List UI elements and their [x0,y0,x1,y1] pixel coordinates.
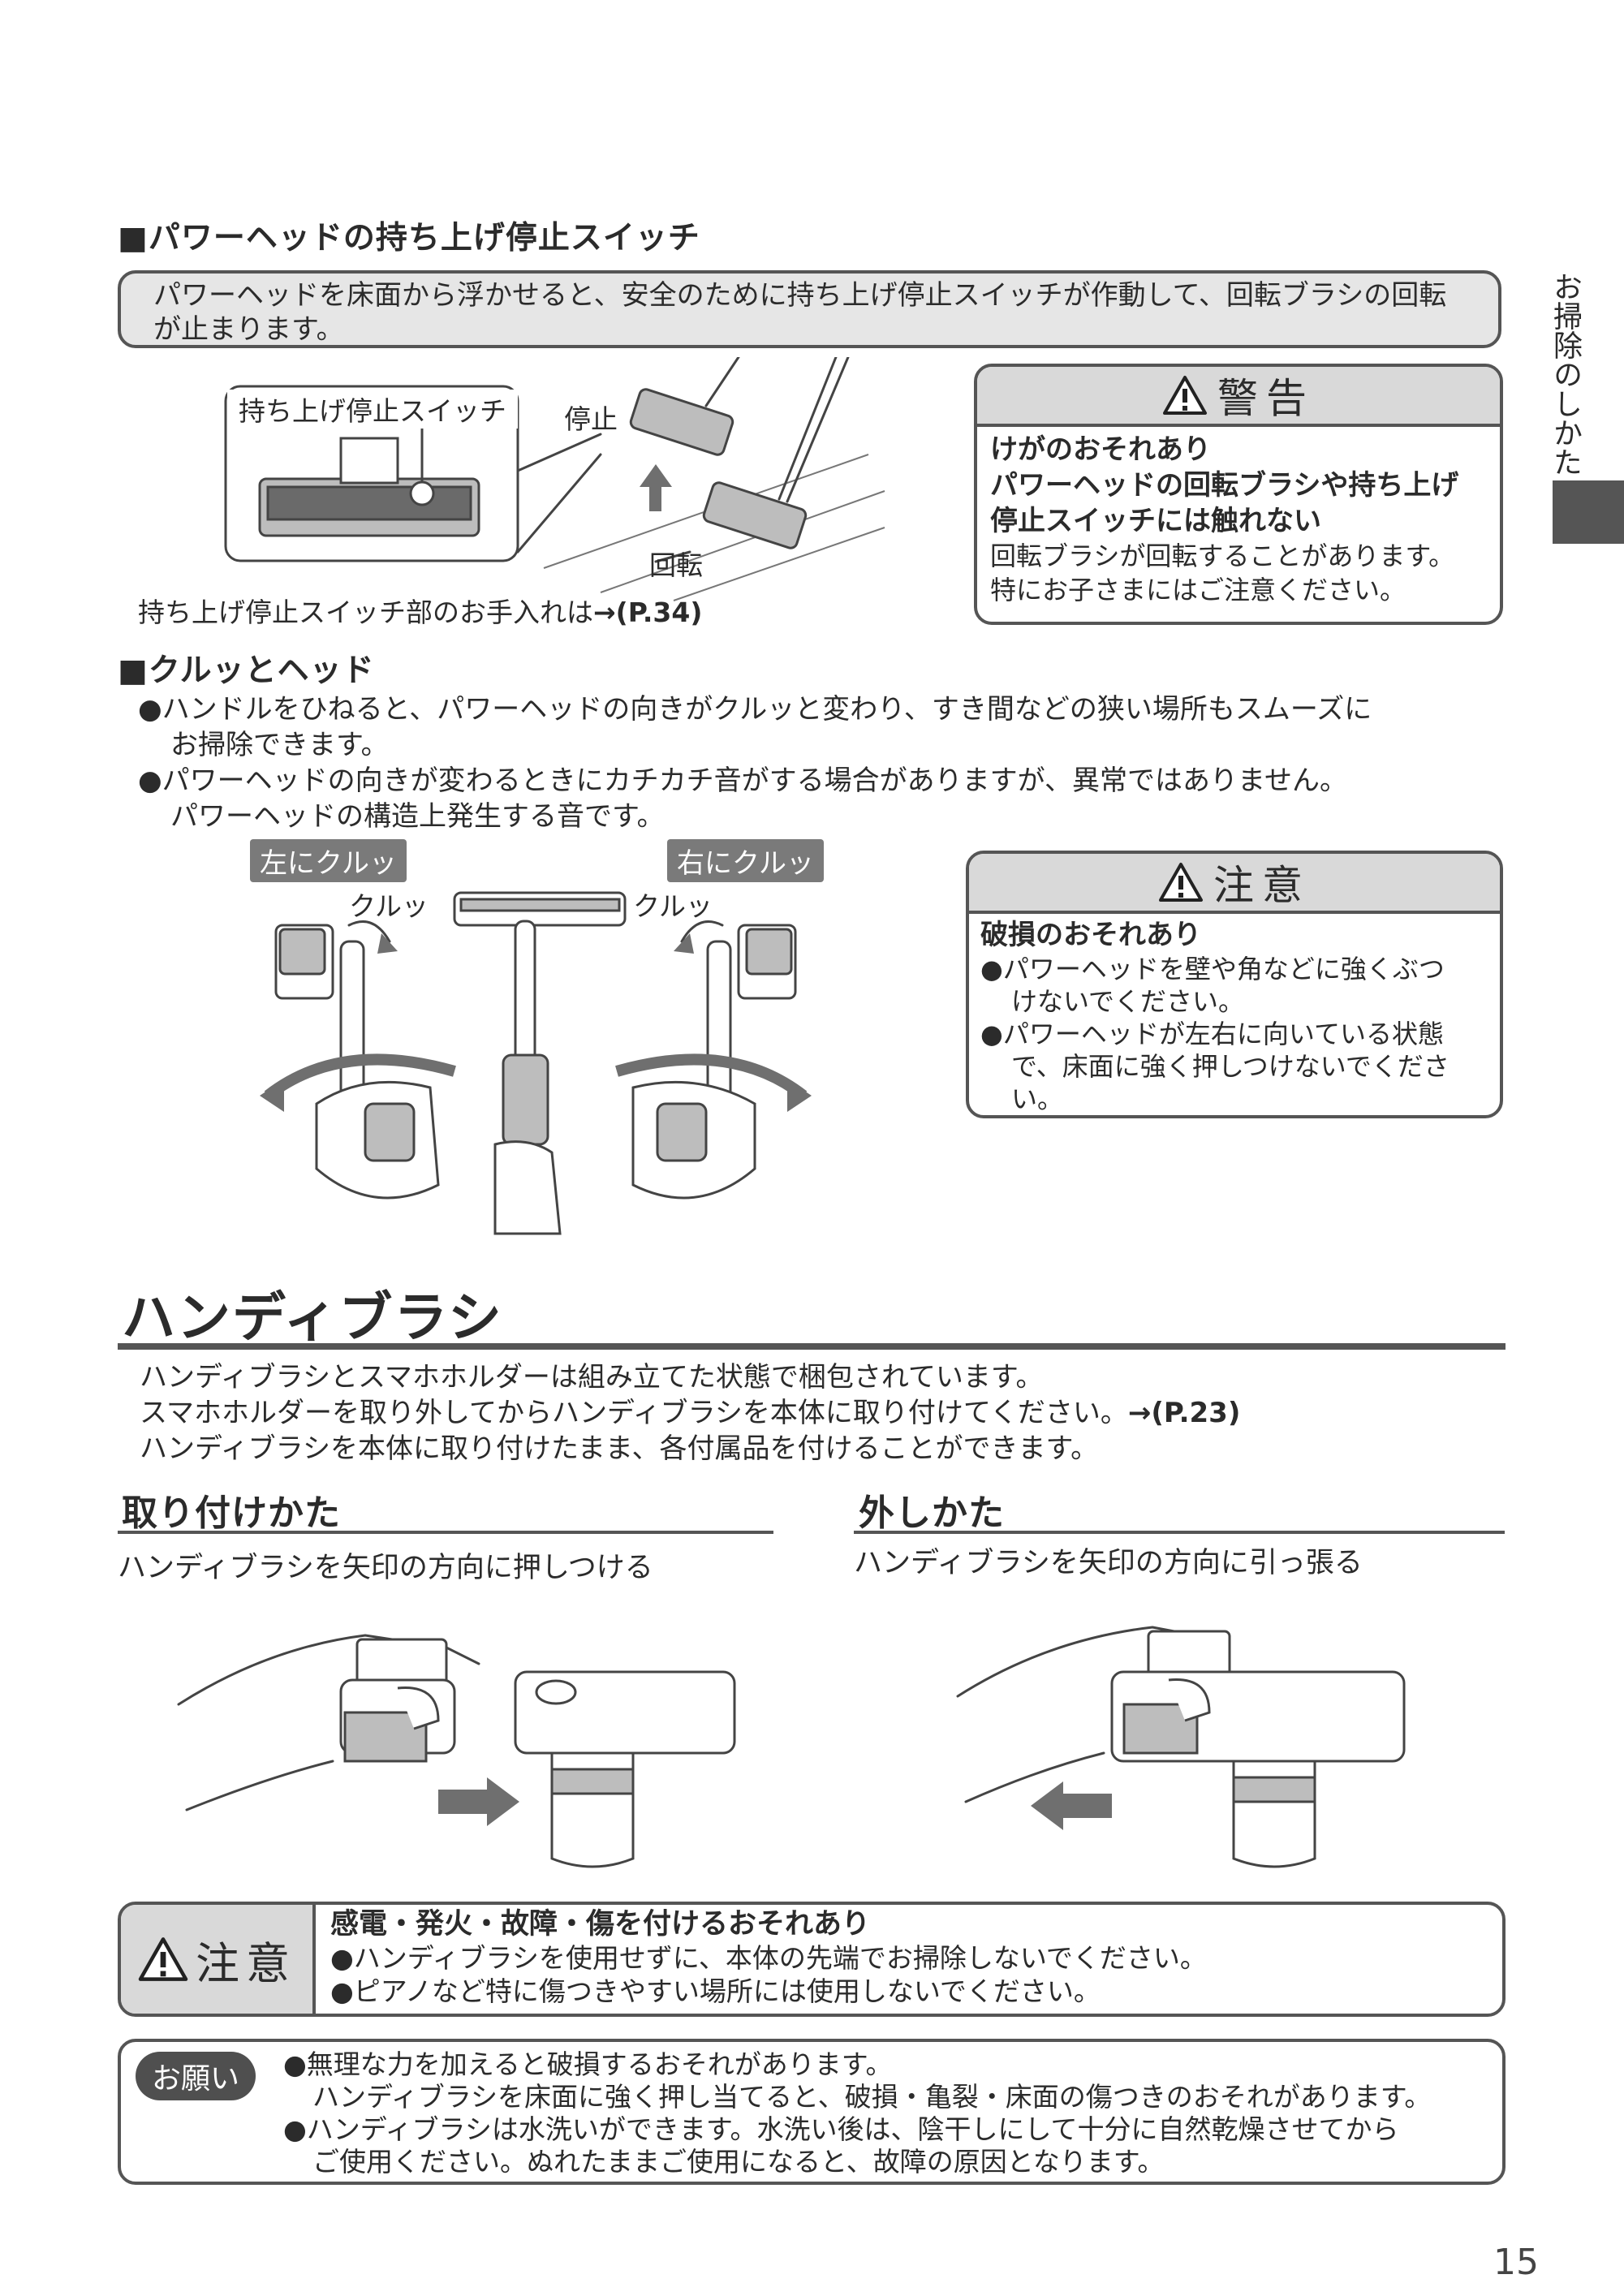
detach-heading: 外しかた [859,1493,1005,1534]
handy-line-1: ハンディブラシとスマホホルダーは組み立てた状態で梱包されています。 [140,1361,1044,1394]
warning-triangle-icon [1163,376,1207,415]
maintenance-note: 持ち上げ停止スイッチ部のお手入れは→(P.34) [138,591,702,630]
caution1-bullet-2b: で、床面に強く押しつけないでくださ [1011,1051,1450,1082]
caution1-bullet-1b: けないでください。 [1011,986,1245,1017]
title-rule [118,1343,1506,1350]
caution1-bullet-2c: い。 [1011,1083,1064,1114]
handy-line-2-text: スマホホルダーを取り外してからハンディブラシを本体に取り付けてください。 [140,1397,1128,1429]
handy-brush-title: ハンディブラシ [122,1286,504,1349]
request-line-1: ●無理な力を加えると破損するおそれがあります。 [283,2048,893,2080]
caution-title-1: 注意 [1213,862,1311,909]
caution2-bullet-2: ●ピアノなど特に傷つきやすい場所には使用しないでください。 [330,1975,1101,2007]
caution-box-1: 注意 破損のおそれあり ●パワーヘッドを壁や角などに強くぶつ けないでください。… [966,851,1503,1118]
page-number: 15 [1493,2242,1539,2283]
label-stop: 停止 [564,403,618,435]
detach-rule [854,1531,1505,1534]
detach-text: ハンディブラシを矢印の方向に引っ張る [854,1547,1363,1579]
section-heading-kurutto: ■クルッとヘッド [118,653,375,689]
caution2-triangle-icon [138,1937,188,1981]
caution-title-2: 注意 [196,1937,296,1989]
side-tab-marker [1553,480,1624,544]
warning-header: 警告 [977,367,1500,427]
intro-text: パワーヘッドを床面から浮かせると、安全のために持ち上げ停止スイッチが作動して、回… [153,279,1447,346]
handy-intro: ハンディブラシとスマホホルダーは組み立てた状態で梱包されています。 スマホホルダ… [140,1359,1240,1467]
warning-title: 警告 [1217,375,1315,422]
label-rotate: 回転 [649,549,703,581]
kurutto-bullet-1a: ●ハンドルをひねると、パワーヘッドの向きがクルッと変わり、すき間などの狭い場所も… [138,693,1372,726]
kurutto-bullet-2b: パワーヘッドの構造上発生する音です。 [170,800,665,833]
attach-heading: 取り付けかた [122,1493,341,1534]
caution1-bullet-1a: ●パワーヘッドを壁や角などに強くぶつ [980,954,1445,984]
maintenance-note-text: 持ち上げ停止スイッチ部のお手入れは [138,597,593,628]
caution-triangle-icon [1159,863,1203,902]
kurutto-bullet-1b: お掃除できます。 [170,729,389,761]
caution1-bullet-2a: ●パワーヘッドが左右に向いている状態 [980,1019,1444,1049]
attach-text: ハンディブラシを矢印の方向に押しつける [118,1552,653,1584]
warning-bold-2: パワーヘッドの回転ブラシや持ち上げ [990,469,1459,502]
request-box: お願い ●無理な力を加えると破損するおそれがあります。 ハンディブラシを床面に強… [118,2039,1506,2185]
lift-switch-illustration [224,357,885,601]
warning-line-2: 特にお子さまにはご注意ください。 [990,575,1406,605]
handy-line-2: スマホホルダーを取り外してからハンディブラシを本体に取り付けてください。→(P.… [140,1395,1240,1431]
maintenance-page-link[interactable]: →(P.34) [593,597,703,628]
handy-line-3: ハンディブラシを本体に取り付けたまま、各付属品を付けることができます。 [140,1432,1099,1465]
warning-box: 警告 けがのおそれあり パワーヘッドの回転ブラシや持ち上げ 停止スイッチには触れ… [974,364,1503,625]
kurutto-bullet-2a: ●パワーヘッドの向きが変わるときにカチカチ音がする場合がありますが、異常ではあり… [138,765,1347,797]
caution-box-2: 注意 感電・発火・故障・傷を付けるおそれあり ●ハンディブラシを使用せずに、本体… [118,1902,1506,2017]
request-line-3: ●ハンディブラシは水洗いができます。水洗い後は、陰干しにして十分に自然乾燥させて… [283,2113,1399,2145]
detach-illustration [956,1626,1406,1868]
warning-line-1: 回転ブラシが回転することがあります。 [990,541,1455,571]
attach-illustration [177,1634,736,1868]
caution-header-2: 注意 [121,1905,316,2014]
request-lines: ●無理な力を加えると破損するおそれがあります。 ハンディブラシを床面に強く押し当… [283,2048,1431,2178]
section-heading-lift-switch: ■パワーヘッドの持ち上げ停止スイッチ [118,220,700,256]
warning-bold-1: けがのおそれあり [990,433,1211,466]
sound-right: クルッ [633,890,713,922]
intro-box: パワーヘッドを床面から浮かせると、安全のために持ち上げ停止スイッチが作動して、回… [118,270,1501,348]
caution2-bullet-1: ●ハンディブラシを使用せずに、本体の先端でお掃除しないでください。 [330,1942,1207,1974]
caution1-bold: 破損のおそれあり [980,919,1201,951]
request-label: お願い [136,2052,256,2100]
side-tab-text: お掃除のしかた [1549,272,1582,476]
attach-rule [118,1531,773,1534]
request-line-2: ハンディブラシを床面に強く押し当てると、破損・亀裂・床面の傷つきのおそれがありま… [312,2081,1432,2113]
handy-page-link[interactable]: →(P.23) [1127,1397,1241,1429]
caution-header-1: 注意 [969,854,1500,914]
request-line-4: ご使用ください。ぬれたままご使用になると、故障の原因となります。 [312,2146,1165,2178]
sound-left: クルッ [349,890,429,922]
warning-bold-3: 停止スイッチには触れない [990,505,1321,537]
kurutto-bullets: ●ハンドルをひねると、パワーヘッドの向きがクルッと変わり、すき間などの狭い場所も… [138,691,1518,834]
tag-turn-left: 左にクルッ [250,839,407,882]
tag-turn-right: 右にクルッ [667,839,824,882]
label-lift-switch: 持ち上げ停止スイッチ [227,390,518,429]
kurutto-illustration [260,891,812,1235]
caution2-bold: 感電・発火・故障・傷を付けるおそれあり [330,1908,871,1941]
